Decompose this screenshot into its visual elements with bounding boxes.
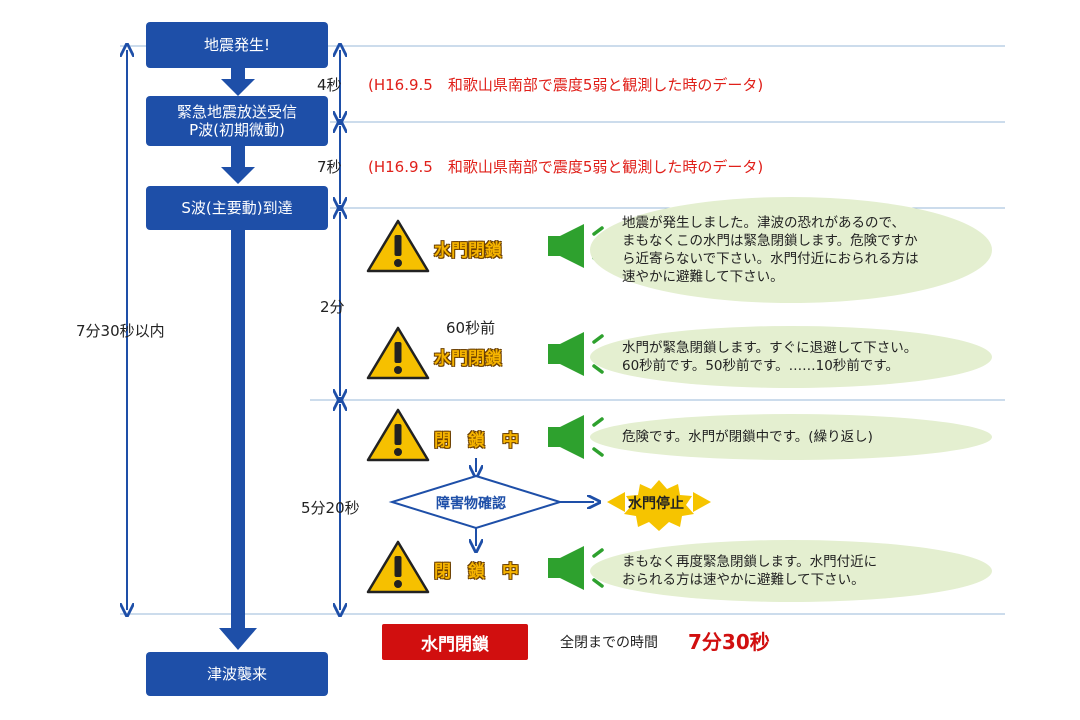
step-tsunami-label: 津波襲来 bbox=[206, 665, 267, 683]
step-earthquake-label: 地震発生! bbox=[203, 36, 270, 54]
message-text-1: 地震が発生しました。津波の恐れがあるので、 まもなくこの水門は緊急閉鎖します。危… bbox=[622, 215, 919, 285]
starburst-icon bbox=[607, 480, 711, 531]
speaker-icons bbox=[548, 224, 607, 590]
state-gate-closing-1: 水門閉鎖 bbox=[434, 241, 502, 261]
warning-triangle-icons bbox=[366, 219, 430, 594]
message-text-4: まもなく再度緊急閉鎖します。水門付近に おられる方は速やかに避難して下さい。 bbox=[622, 554, 878, 588]
duration-4sec: 4秒 bbox=[317, 76, 342, 94]
message-bubble-3: 危険です。水門が閉鎖中です。(繰り返し) bbox=[590, 414, 992, 460]
duration-2min: 2分 bbox=[320, 298, 345, 316]
duration-5min20sec: 5分20秒 bbox=[301, 499, 360, 517]
message-bubble-2: 水門が緊急閉鎖します。すぐに退避して下さい。 60秒前です。50秒前です。……1… bbox=[590, 326, 992, 388]
message-text-3: 危険です。水門が閉鎖中です。(繰り返し) bbox=[622, 429, 873, 445]
decision-flow bbox=[388, 458, 594, 546]
message-bubble-1: 地震が発生しました。津波の恐れがあるので、 まもなくこの水門は緊急閉鎖します。危… bbox=[590, 197, 992, 303]
step-s-wave-label: S波(主要動)到達 bbox=[181, 199, 293, 217]
state-closing-in-progress-1: 閉 鎖 中 bbox=[434, 431, 519, 451]
gate-closed-label: 水門閉鎖 bbox=[421, 634, 489, 655]
total-time-value: 7分30秒 bbox=[688, 630, 770, 654]
total-time-label: 全閉までの時間 bbox=[560, 635, 658, 651]
step-earthquake: 地震発生! bbox=[146, 22, 328, 68]
step-broadcast-label-2: P波(初期微動) bbox=[189, 121, 285, 139]
countdown-label: 60秒前 bbox=[446, 319, 496, 337]
message-bubble-4: まもなく再度緊急閉鎖します。水門付近に おられる方は速やかに避難して下さい。 bbox=[590, 540, 992, 602]
duration-7sec: 7秒 bbox=[317, 158, 342, 176]
step-broadcast-label-1: 緊急地震放送受信 bbox=[176, 103, 297, 121]
duration-overall: 7分30秒以内 bbox=[76, 322, 165, 340]
source-note-2: (H16.9.5 和歌山県南部で震度5弱と観測した時のデータ) bbox=[368, 158, 764, 176]
obstacle-check-label: 障害物確認 bbox=[436, 496, 506, 512]
state-gate-closing-2: 水門閉鎖 bbox=[434, 349, 502, 369]
source-note-1: (H16.9.5 和歌山県南部で震度5弱と観測した時のデータ) bbox=[368, 76, 764, 94]
step-tsunami: 津波襲来 bbox=[146, 652, 328, 696]
step-s-wave: S波(主要動)到達 bbox=[146, 186, 328, 230]
message-text-2: 水門が緊急閉鎖します。すぐに退避して下さい。 60秒前です。50秒前です。……1… bbox=[622, 340, 918, 374]
flow-arrows bbox=[219, 67, 257, 650]
step-emergency-broadcast: 緊急地震放送受信 P波(初期微動) bbox=[146, 96, 328, 146]
state-closing-in-progress-2: 閉 鎖 中 bbox=[434, 562, 519, 582]
gate-closed-badge: 水門閉鎖 bbox=[382, 624, 528, 660]
gate-stop-label: 水門停止 bbox=[628, 496, 684, 512]
